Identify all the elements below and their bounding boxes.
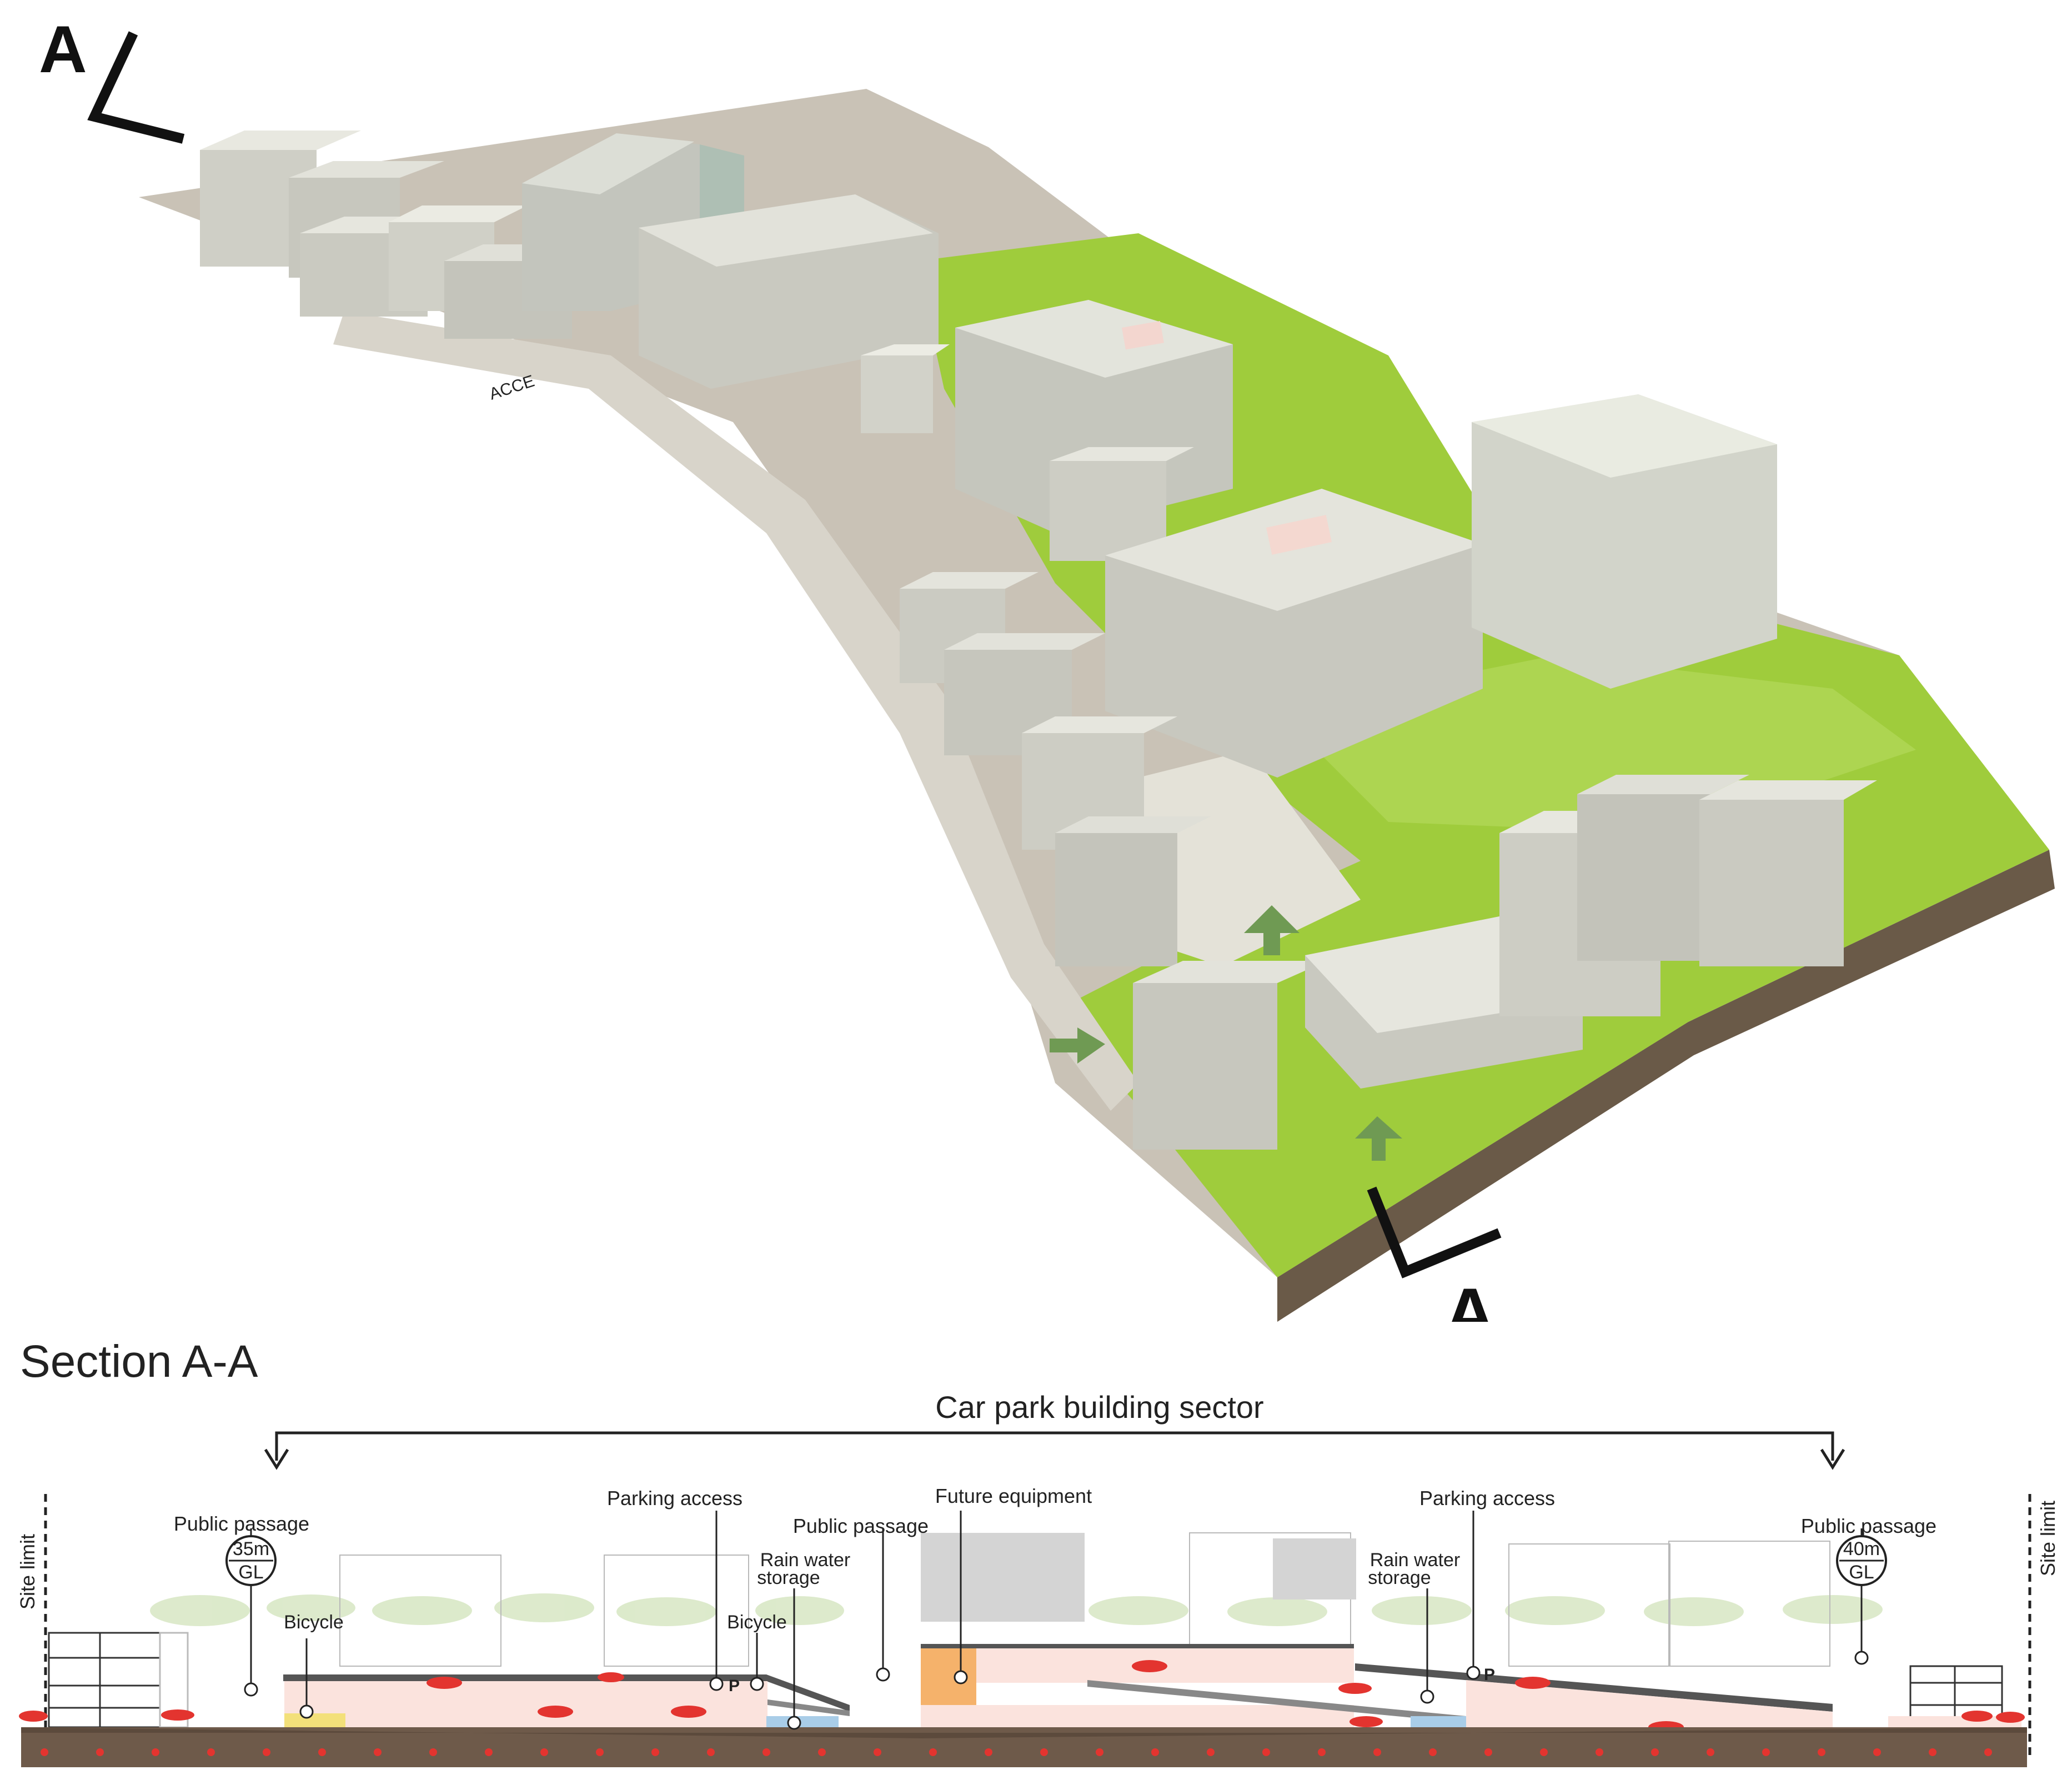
section-marker-letter: A [1444,1273,1496,1322]
model-path-light [1138,750,1361,966]
roof-slab-left [283,1674,850,1712]
parking-symbol-left: P [729,1677,740,1695]
building-block [1105,489,1483,778]
level-badge-height: 40m [1843,1538,1880,1560]
label-public-passage-left: Public passage [174,1512,309,1535]
section-marker-end: A [1367,1186,1502,1322]
label-parking-access-right: Parking access [1419,1487,1555,1510]
site-model-photo: ACCE [39,12,2055,1322]
future-equipment-volume [921,1533,1085,1622]
level-badge-ref: GL [238,1562,263,1583]
label-rain-water-right-2: storage [1368,1567,1431,1588]
ground-surface [21,1727,2027,1738]
section-marker-letter: A [39,12,87,87]
arrow-icon [1050,1027,1105,1064]
model-street-label: ACCE [487,372,536,404]
building-block [1133,961,1327,1150]
label-public-passage-mid: Public passage [793,1515,929,1537]
section-title: Section A-A [20,1336,258,1387]
level-badge-left: 35m GL [225,1535,277,1586]
building-block [1472,394,1777,689]
label-bicycle-mid: Bicycle [727,1612,787,1633]
callout-leaders [244,1511,1869,1730]
building-block [861,344,950,433]
arrow-icon [1244,905,1300,955]
future-equipment-volume-2 [1273,1538,1356,1599]
sector-label: Car park building sector [935,1390,1263,1425]
label-bicycle-left: Bicycle [284,1612,344,1633]
building-block [639,194,939,389]
parking-symbol-right: P [1484,1666,1495,1684]
label-rain-water-left-1: Rain water [760,1550,851,1571]
label-rain-water-right-1: Rain water [1370,1550,1461,1571]
site-limit-label-left: Site limit [16,1534,39,1609]
level-badge-right: 40m GL [1836,1535,1887,1586]
label-rain-water-left-2: storage [757,1567,820,1588]
ramp-left [767,1699,850,1716]
model-board-edge [1277,850,2055,1322]
section-marker-start: A [39,12,185,144]
model-street-strip [333,311,1138,1111]
label-public-passage-right: Public passage [1801,1515,1936,1537]
level-badge-height: 35m [233,1538,269,1560]
building-block [1699,780,1877,966]
label-future-equipment: Future equipment [935,1485,1092,1507]
building-block [1577,775,1749,961]
building-block [1055,816,1211,966]
ground-piles [41,1748,1992,1756]
background-trees [150,1593,1883,1626]
level-badge-ref: GL [1849,1562,1874,1583]
building-block [389,205,528,311]
label-parking-access-left: Parking access [607,1487,742,1510]
model-access-arrows [1050,905,1402,1161]
model-buildings [200,131,1877,1150]
section-a-a-diagram: Car park building sector Site limit Site… [16,1390,2059,1767]
ramp-mid [1087,1680,1466,1723]
sector-bracket [264,1431,1845,1470]
callout-labels: Public passage Bicycle Parking access Pu… [174,1485,1936,1633]
arrow-icon [1355,1116,1402,1161]
site-limit-label-right: Site limit [2036,1501,2059,1576]
background-buildings [339,1532,1830,1667]
